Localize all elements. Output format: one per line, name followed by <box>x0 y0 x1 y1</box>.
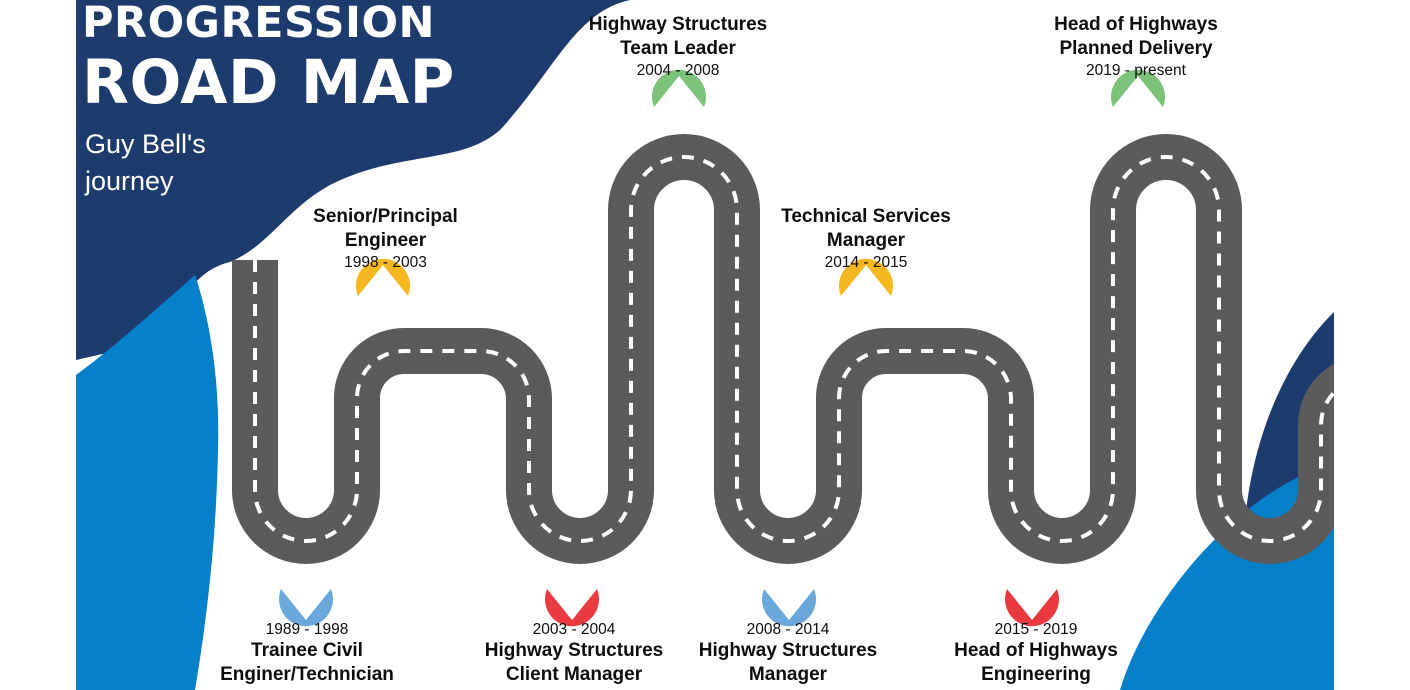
map-pin-icon <box>279 566 333 627</box>
left-margin <box>0 0 76 690</box>
blue-left-shape <box>76 275 219 690</box>
milestone-role: Engineer <box>344 230 427 251</box>
milestone-pins <box>279 69 1165 627</box>
right-margin <box>1334 0 1410 690</box>
milestone-role: Head of Highways <box>1054 14 1218 35</box>
milestone-2004-2008: Highway Structures Team Leader 2004 - 20… <box>573 13 783 80</box>
milestone-role: Highway Structures <box>484 640 664 661</box>
map-pin-icon <box>839 258 893 319</box>
milestone-2003-2004: 2003 - 2004 Highway Structures Client Ma… <box>469 620 679 687</box>
milestone-role: Highway Structures <box>588 14 768 35</box>
map-pin-hole <box>369 291 397 319</box>
milestone-1989-1998: 1989 - 1998 Trainee Civil Enginer/Techni… <box>207 620 407 687</box>
milestone-period: 2004 - 2008 <box>636 62 720 79</box>
map-pin-hole <box>1018 566 1046 594</box>
milestone-role: Highway Structures <box>698 640 878 661</box>
milestone-1998-2003: Senior/Principal Engineer 1998 - 2003 <box>293 205 478 272</box>
map-pin-icon <box>1111 69 1165 130</box>
milestone-role: Client Manager <box>505 664 643 685</box>
milestone-role: Manager <box>748 664 828 685</box>
milestone-role: Engineering <box>981 664 1091 685</box>
milestone-period: 2008 - 2014 <box>746 621 830 638</box>
milestone-period: 2014 - 2015 <box>824 254 908 271</box>
map-pin-hole <box>558 566 586 594</box>
milestone-role: Team Leader <box>620 38 736 59</box>
milestone-period: 2003 - 2004 <box>532 621 616 638</box>
map-pin-icon <box>544 566 599 627</box>
subtitle-line-1: Guy Bell's <box>85 129 206 159</box>
map-pin-hole <box>1124 102 1152 130</box>
map-pin-shape <box>839 258 893 296</box>
milestone-period: 2019 - present <box>1086 62 1186 79</box>
map-pin-hole <box>292 566 320 594</box>
map-pin-hole <box>665 102 693 130</box>
map-pin-shape <box>652 69 706 107</box>
subtitle: Guy Bell's journey <box>85 126 206 200</box>
milestone-role: Senior/Principal <box>313 206 458 227</box>
milestone-role: Enginer/Technician <box>220 664 394 685</box>
navy-header-shape <box>76 0 630 360</box>
milestone-role: Trainee Civil <box>251 640 363 661</box>
map-pin-shape <box>279 589 333 627</box>
map-pin-hole <box>775 566 803 594</box>
milestone-role: Head of Highways <box>954 640 1118 661</box>
milestone-role: Planned Delivery <box>1059 38 1213 59</box>
road-lane-markings <box>253 155 1369 543</box>
milestone-period: 1989 - 1998 <box>265 621 349 638</box>
map-pin-shape <box>762 589 816 627</box>
milestone-2019-present: Head of Highways Planned Delivery 2019 -… <box>1031 13 1241 80</box>
winding-road <box>232 134 1370 564</box>
milestone-period: 2015 - 2019 <box>994 621 1078 638</box>
milestone-role: Technical Services <box>781 206 951 227</box>
page-title-line-1: PROGRESSION <box>82 0 436 48</box>
map-pin-icon <box>356 258 410 319</box>
milestone-role: Manager <box>826 230 906 251</box>
map-pin-shape <box>356 258 410 296</box>
page-title-line-2: ROAD MAP <box>82 47 455 118</box>
map-pin-shape <box>1111 69 1165 107</box>
milestone-2015-2019: 2015 - 2019 Head of Highways Engineering <box>931 620 1141 687</box>
map-pin-shape <box>544 589 599 627</box>
milestone-2014-2015: Technical Services Manager 2014 - 2015 <box>761 205 971 272</box>
map-pin-hole <box>852 291 880 319</box>
milestone-2008-2014: 2008 - 2014 Highway Structures Manager <box>683 620 893 687</box>
map-pin-icon <box>1005 566 1059 627</box>
map-pin-icon <box>762 566 816 627</box>
map-pin-shape <box>1005 589 1059 627</box>
subtitle-line-2: journey <box>85 166 174 196</box>
milestone-period: 1998 - 2003 <box>344 254 427 271</box>
map-pin-icon <box>652 69 706 130</box>
